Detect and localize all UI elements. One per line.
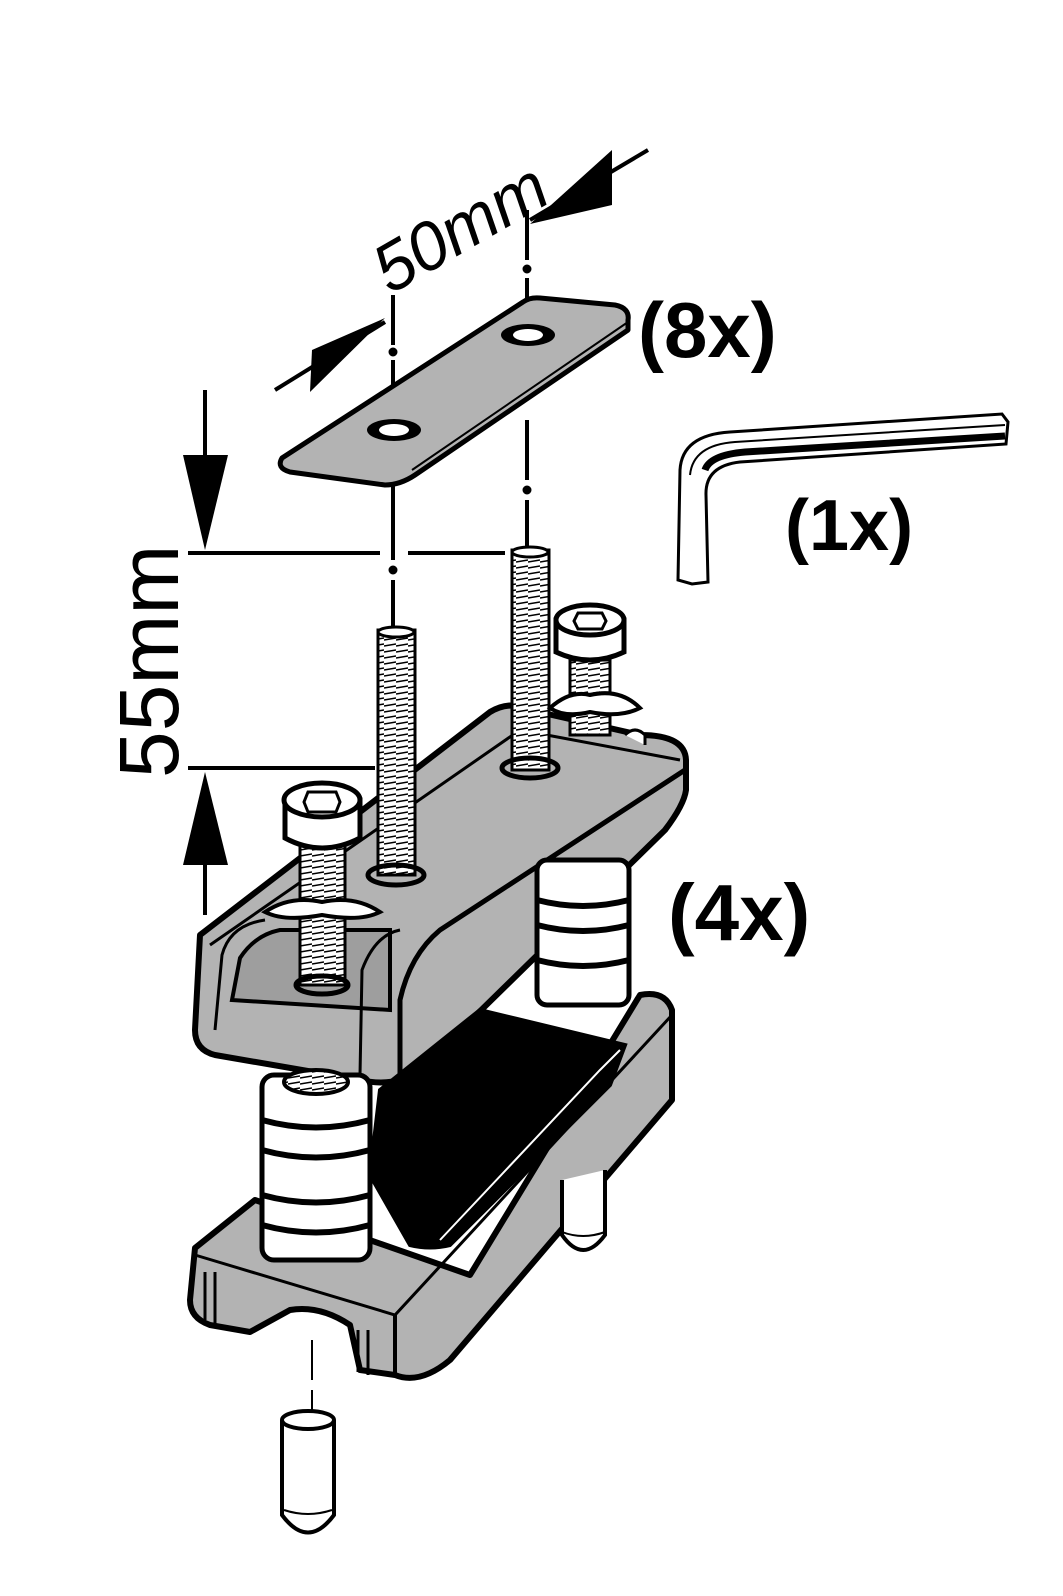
spacer-stack-front [259,1068,373,1263]
quantity-label-plate: (8x) [638,286,777,374]
spacer-stack-back [534,857,632,1008]
washer-back [546,691,644,717]
rubber-pad [367,1007,628,1250]
threaded-rod-left [365,625,427,888]
threaded-rod-right [499,545,561,781]
end-cap-front [280,1409,336,1535]
hex-socket-icon [302,790,342,814]
dimension-arrow-right [530,150,612,224]
dimension-arrow-bottom [183,772,228,865]
lower-clamp-body [187,991,675,1381]
dimension-arrow-top [183,455,228,550]
dimension-label-55mm: 55mm [102,545,196,778]
end-cap-back [560,1170,607,1252]
washer-front [261,898,384,920]
hex-key-icon [676,412,1010,586]
clamp-plate [277,295,631,488]
quantity-label-hex-key: (1x) [785,486,913,566]
cap-screw-back [546,602,644,737]
dimension-55mm: 55mm [102,390,505,915]
quantity-label-clamp-assembly: (4x) [668,868,810,957]
dimension-label-50mm: 50mm [360,148,562,308]
dimension-arrow-left [310,318,385,392]
cap-screw-front [261,780,384,997]
